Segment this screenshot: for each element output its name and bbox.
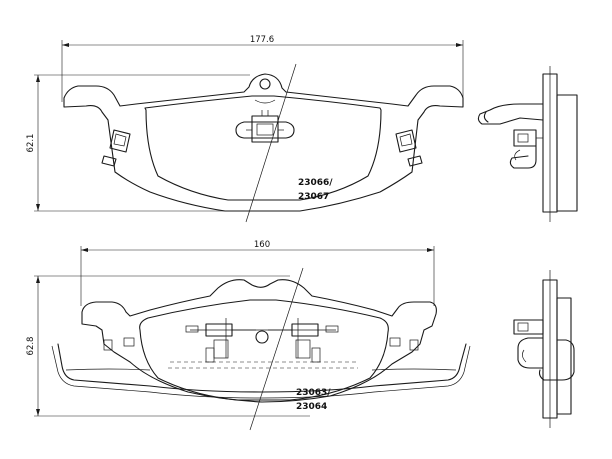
bottom-height-label: 62.8: [26, 337, 36, 356]
bottom-center-hole: [255, 330, 269, 344]
top-friction-material: [144, 95, 382, 201]
top-backing-plate: [63, 73, 464, 212]
bottom-left-tab-2: [123, 337, 135, 347]
bottom-section-line: [249, 267, 304, 431]
top-left-clip: [101, 129, 131, 167]
top-height-dimension: 62.1: [26, 74, 300, 212]
bottom-friction-material: [139, 299, 389, 401]
top-pad-side-view: [477, 66, 578, 222]
bottom-backing-plate: [81, 279, 437, 403]
bottom-right-tab: [389, 337, 401, 347]
bottom-part-number-2: 23064: [296, 402, 327, 412]
top-pad-front-view: 177.6 62.1: [26, 35, 464, 223]
top-mount-hole: [259, 78, 271, 90]
bottom-height-dimension: 62.8: [26, 275, 310, 417]
top-width-dimension: 177.6: [61, 35, 464, 102]
top-mount-arc: [254, 99, 276, 104]
bottom-pad-side-view: [513, 270, 575, 428]
top-wear-clip: [235, 110, 295, 143]
bottom-right-tab-2: [409, 339, 419, 351]
top-part-number-1: 23066/: [298, 178, 333, 188]
top-right-clip: [395, 129, 423, 167]
bottom-pad-front-view: 160 62.8: [26, 240, 471, 431]
top-section-line: [245, 63, 297, 223]
bottom-part-number-1: 23063/: [296, 388, 331, 398]
bottom-width-label: 160: [254, 240, 270, 250]
top-height-label: 62.1: [26, 134, 36, 153]
top-width-label: 177.6: [250, 35, 274, 45]
bottom-internal-clip: [168, 318, 358, 369]
bottom-width-dimension: 160: [80, 240, 435, 306]
bottom-left-tab: [103, 339, 113, 351]
bottom-spring-clip: [51, 343, 471, 399]
top-part-number-2: 23067: [298, 192, 329, 202]
